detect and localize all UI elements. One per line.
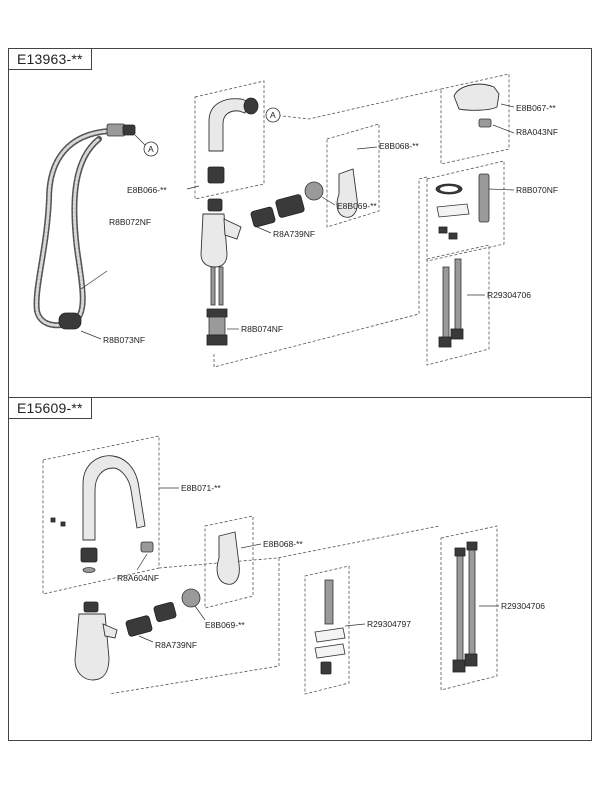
part-label-cartridge-1: E8B069-** (205, 620, 245, 630)
mount-kit-part (314, 579, 346, 675)
part-label-spout: E8B066-** (127, 185, 167, 195)
part-label-handle-cap: R8A043NF (516, 127, 558, 137)
connector-line (272, 88, 442, 120)
faucet-body (200, 198, 242, 346)
connector-line (213, 176, 428, 368)
supply-hose-part (452, 541, 478, 673)
part-label-lever: E8B068-** (263, 539, 303, 549)
part-label-aerator: R8A604NF (117, 573, 159, 583)
supply-hose-group-box (426, 244, 490, 366)
diagram-panel-e13963: E13963-** A A (8, 48, 592, 400)
mount-kit-group-box (304, 565, 350, 695)
part-label-supply-hoses: R29304706 (487, 290, 531, 300)
supply-hose-part (438, 258, 464, 348)
model-number-tag: E15609-** (8, 397, 92, 419)
spout-group-box (194, 80, 265, 200)
ref-marker-a-icon (143, 141, 159, 157)
lever-part (336, 168, 358, 218)
ref-marker-label: A (148, 144, 154, 154)
cartridge-parts (125, 588, 201, 637)
part-label-hose: R8B072NF (109, 217, 151, 227)
part-label-handle: E8B067-** (516, 103, 556, 113)
handle-kit-group-box (426, 160, 505, 262)
spout-part (50, 455, 154, 573)
exploded-view-e15609: E8B071-** R8A604NF E8B068-** E8B069-** R… (42, 435, 545, 695)
part-label-spout: E8B071-** (181, 483, 221, 493)
handle-group-box (440, 73, 510, 165)
part-label-supply-hoses: R29304706 (501, 601, 545, 611)
diagram-panel-e15609: E15609-** (8, 397, 592, 741)
ref-marker-a-icon (265, 107, 281, 123)
part-label-hose-weight: R8B073NF (103, 335, 145, 345)
part-label-body-mount: R8B074NF (241, 324, 283, 334)
lever-part (216, 531, 240, 585)
exploded-view-e13963: A A (33, 73, 558, 368)
spout-part (207, 97, 259, 184)
faucet-body (74, 601, 118, 681)
part-label-handle-kit: R8B070NF (516, 185, 558, 195)
lever-group-box (326, 123, 380, 228)
handle-kit-part (435, 173, 490, 240)
part-label-lever: E8B068-** (379, 141, 419, 151)
ref-marker-label: A (270, 110, 276, 120)
handle-part (453, 83, 500, 128)
part-label-mount-kit: R29304797 (367, 619, 411, 629)
part-label-cartridge-2: R8A739NF (155, 640, 197, 650)
pull-out-hose (33, 123, 136, 329)
cartridge-parts (250, 181, 324, 228)
part-label-cartridge-2: E8B069-** (337, 201, 377, 211)
hose-weight (58, 312, 82, 330)
model-number-tag: E13963-** (8, 48, 92, 70)
lever-group-box (204, 515, 254, 609)
part-label-cartridge-1: R8A739NF (273, 229, 315, 239)
supply-hose-group-box (440, 525, 498, 691)
connector-line (108, 558, 280, 695)
